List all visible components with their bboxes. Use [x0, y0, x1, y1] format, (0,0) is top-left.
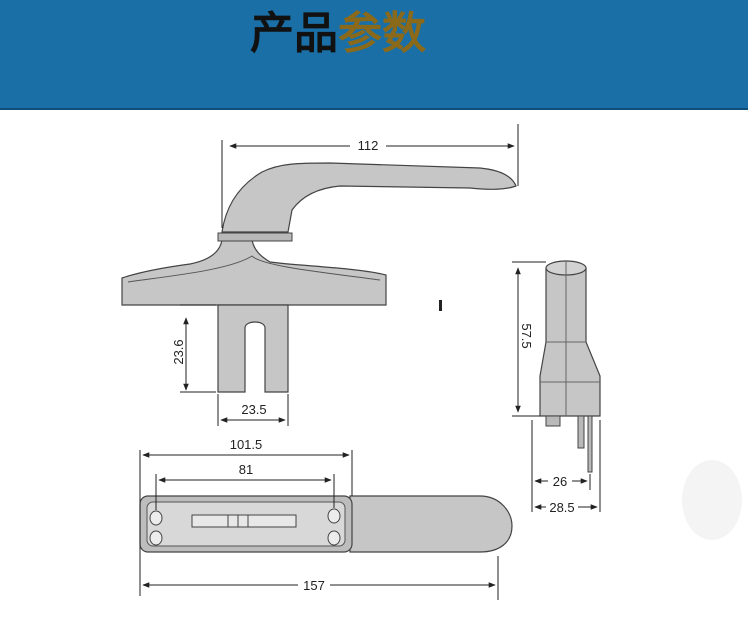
dim-side-height: 57.5 — [519, 323, 534, 348]
dim-side-width-inner: 26 — [553, 474, 567, 489]
screw-holes — [149, 508, 341, 546]
dim-hole-outer: 101.5 — [230, 437, 263, 452]
handle-base — [121, 239, 387, 306]
base-ridge-line — [127, 255, 381, 283]
header-banner: 产品参数 — [0, 0, 748, 110]
dim-side-width-outer: 28.5 — [549, 500, 574, 515]
title-part-1: 产品 — [250, 8, 338, 59]
side-view-spindle — [545, 415, 561, 427]
bottom-view-slot — [191, 514, 297, 528]
stray-mark — [439, 300, 442, 311]
base-neck — [217, 232, 293, 242]
dim-lever-length: 112 — [358, 138, 379, 153]
spindle-fork — [217, 304, 289, 393]
dim-spindle-width: 23.5 — [241, 402, 266, 417]
title-part-2: 参数 — [338, 8, 426, 59]
dim-total-length: 157 — [303, 578, 325, 593]
dim-hole-inner: 81 — [239, 462, 253, 477]
dim-spindle-height: 23.6 — [171, 339, 186, 364]
bottom-view-lever — [349, 495, 513, 553]
background-smudge — [682, 460, 742, 540]
page-title: 产品参数 — [250, 4, 426, 64]
lever-arm — [221, 162, 517, 233]
